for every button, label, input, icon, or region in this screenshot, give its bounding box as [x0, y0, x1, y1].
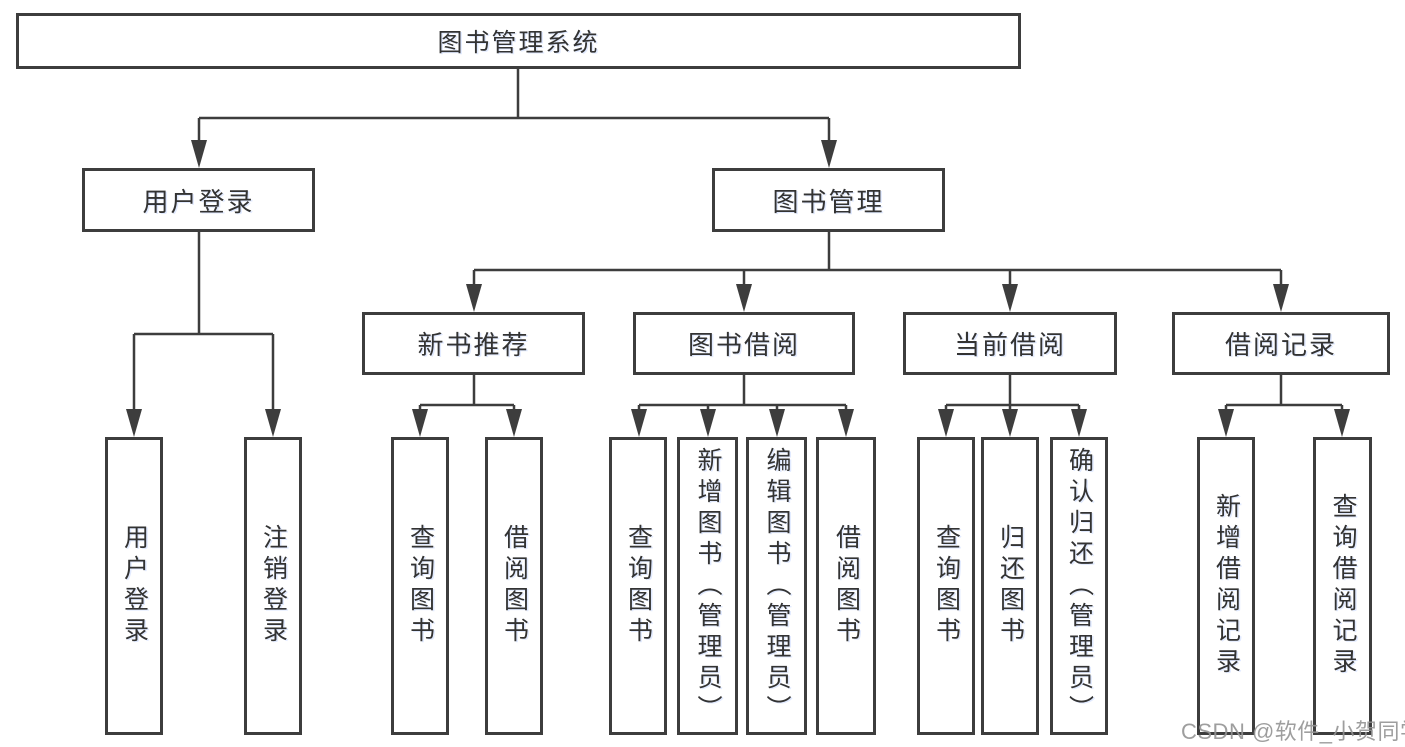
leaf-user-login: 用户登录	[105, 437, 163, 735]
node-new-book-recommend-label: 新书推荐	[417, 330, 530, 360]
node-new-book-recommend: 新书推荐	[362, 312, 585, 375]
leaf-recommend-borrow-books: 借阅图书	[485, 437, 543, 735]
node-root: 图书管理系统	[16, 13, 1021, 69]
csdn-watermark: CSDN @软件_小贺同学	[1181, 719, 1405, 744]
leaf-records-add-record: 新增借阅记录	[1197, 437, 1255, 735]
leaf-borrow-edit-books-admin: 编辑图书（管理员）	[746, 437, 807, 735]
leaf-user-login-label: 用户登录	[120, 524, 149, 648]
leaf-borrow-edit-books-admin-label: 编辑图书（管理员）	[763, 446, 791, 726]
leaf-records-add-record-label: 新增借阅记录	[1212, 493, 1241, 679]
leaf-recommend-query-books: 查询图书	[391, 437, 449, 735]
leaf-borrow-query-books: 查询图书	[609, 437, 667, 735]
leaf-borrow-add-books-admin-label: 新增图书（管理员）	[694, 446, 722, 726]
leaf-borrow-query-books-label: 查询图书	[624, 524, 653, 648]
node-current-borrow: 当前借阅	[903, 312, 1117, 375]
leaf-recommend-borrow-books-label: 借阅图书	[500, 524, 529, 648]
node-current-borrow-label: 当前借阅	[953, 330, 1066, 360]
leaf-borrow-borrow-books-label: 借阅图书	[832, 524, 861, 648]
leaf-current-confirm-return-admin-label: 确认归还（管理员）	[1065, 446, 1094, 726]
node-user-login-label: 用户登录	[142, 186, 255, 217]
leaf-current-return-books-label: 归还图书	[996, 524, 1025, 648]
leaf-current-query-books-label: 查询图书	[932, 524, 961, 648]
node-book-management: 图书管理	[712, 168, 945, 232]
leaf-records-query-record-label: 查询借阅记录	[1329, 493, 1357, 679]
node-book-borrow: 图书借阅	[633, 312, 855, 375]
leaf-current-confirm-return-admin: 确认归还（管理员）	[1050, 437, 1108, 735]
arrowheads	[126, 140, 1350, 437]
leaf-logout-label: 注销登录	[259, 524, 288, 648]
leaf-current-query-books: 查询图书	[917, 437, 975, 735]
node-book-borrow-label: 图书借阅	[687, 330, 800, 360]
leaf-recommend-query-books-label: 查询图书	[406, 524, 435, 648]
leaf-logout: 注销登录	[244, 437, 302, 735]
leaf-current-return-books: 归还图书	[981, 437, 1039, 735]
leaf-records-query-record: 查询借阅记录	[1313, 437, 1372, 735]
node-root-label: 图书管理系统	[437, 29, 600, 57]
node-borrow-records-label: 借阅记录	[1224, 330, 1337, 360]
leaf-borrow-add-books-admin: 新增图书（管理员）	[677, 437, 738, 735]
leaf-borrow-borrow-books: 借阅图书	[816, 437, 876, 735]
node-borrow-records: 借阅记录	[1172, 312, 1390, 375]
node-book-management-label: 图书管理	[772, 186, 885, 217]
node-user-login: 用户登录	[82, 168, 315, 232]
